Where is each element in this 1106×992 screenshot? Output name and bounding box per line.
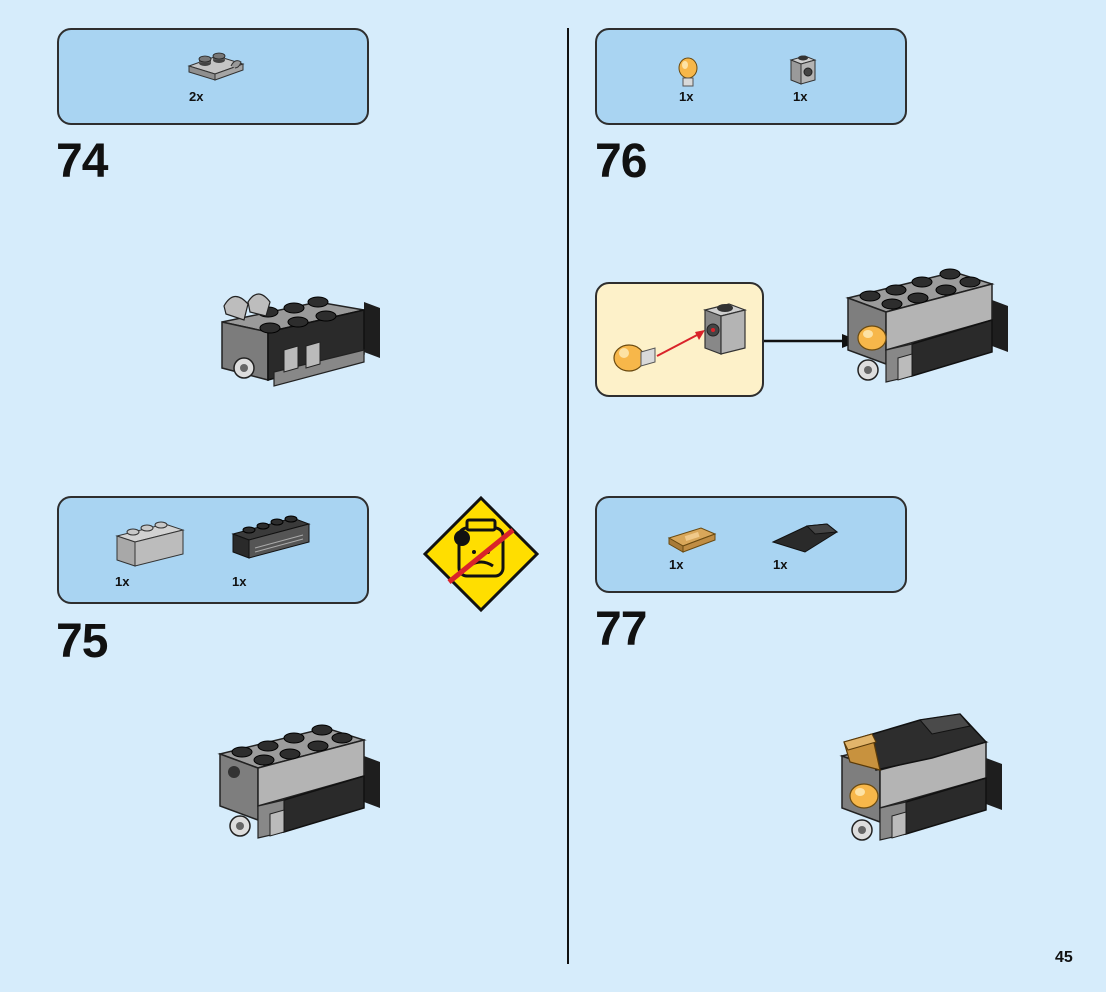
gold-tile-icon [667, 524, 717, 554]
part-qty: 1x [232, 574, 247, 589]
brick-1x3-icon [115, 518, 185, 568]
lamp-bulb-icon [611, 336, 667, 376]
part-qty: 1x [679, 89, 694, 104]
step-number: 77 [595, 603, 647, 656]
part-qty: 2x [189, 89, 204, 104]
parts-box-step-76: 1x 1x [595, 28, 907, 125]
assembly-step-76-icon [842, 254, 1012, 394]
parts-box-step-74: 2x [57, 28, 369, 125]
plate-clip-icon [187, 52, 245, 86]
step-number: 74 [56, 135, 108, 188]
assembly-step-77-icon [836, 712, 1012, 854]
choking-hazard-icon [421, 494, 541, 614]
lamp-bulb-icon [677, 56, 699, 88]
part-qty: 1x [793, 89, 808, 104]
step-number: 76 [595, 135, 647, 188]
brick-side-stud-icon [701, 298, 749, 356]
page-number: 45 [1055, 949, 1073, 966]
sub-assembly-callout [595, 282, 764, 397]
black-wedge-icon [771, 520, 841, 556]
brick-side-stud-icon [789, 52, 817, 86]
part-qty: 1x [669, 557, 684, 572]
arrow-icon [655, 326, 707, 360]
brick-1x4-grill-icon [231, 514, 311, 562]
page-divider [567, 28, 569, 964]
part-qty: 1x [115, 574, 130, 589]
parts-box-step-77: 1x 1x [595, 496, 907, 593]
assembly-step-75-icon [214, 710, 384, 850]
parts-box-step-75: 1x 1x [57, 496, 369, 604]
step-number: 75 [56, 615, 108, 668]
part-qty: 1x [773, 557, 788, 572]
assembly-step-74-icon [214, 288, 384, 396]
